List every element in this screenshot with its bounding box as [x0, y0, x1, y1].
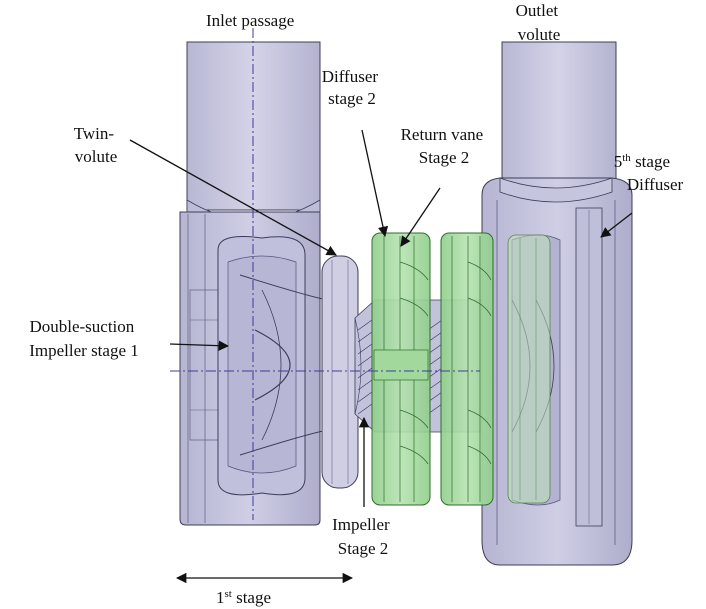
outlet-pipe: [501, 41, 617, 181]
leader-arrows: [129, 129, 633, 584]
label-twin-volute: Twin- volute: [74, 124, 119, 166]
arrow-double-suction: [169, 340, 230, 351]
label-outlet-volute: Outlet volute: [516, 1, 563, 44]
label-first-stage: 1st stage: [216, 588, 271, 607]
twin-volute-ring: [321, 255, 359, 489]
arrow-diffuser-stage2: [361, 129, 389, 238]
label-inlet-passage: Inlet passage: [206, 11, 294, 30]
impeller-stage2-blades: [357, 319, 443, 415]
label-return-vane-stage2: Return vane Stage 2: [401, 125, 488, 167]
arrow-return-vane: [400, 187, 441, 247]
diffuser-stage2: [371, 232, 431, 506]
outlet-volute: [481, 177, 633, 566]
label-fifth-stage-diffuser: 5th stage Diffuser: [614, 152, 684, 194]
arrow-fifth-stage-diffuser: [600, 212, 633, 238]
diffuser-stage4: [507, 234, 551, 504]
label-impeller-stage2: Impeller Stage 2: [332, 515, 394, 558]
diffuser-stage3: [440, 232, 494, 506]
stage1-casing: [179, 211, 331, 526]
arrow-twin-volute: [129, 139, 337, 256]
label-double-suction-impeller: Double-suction Impeller stage 1: [29, 317, 139, 360]
label-diffuser-stage2: Diffuser stage 2: [322, 67, 383, 108]
labels: Inlet passage Outlet volute Diffuser sta…: [29, 1, 683, 607]
